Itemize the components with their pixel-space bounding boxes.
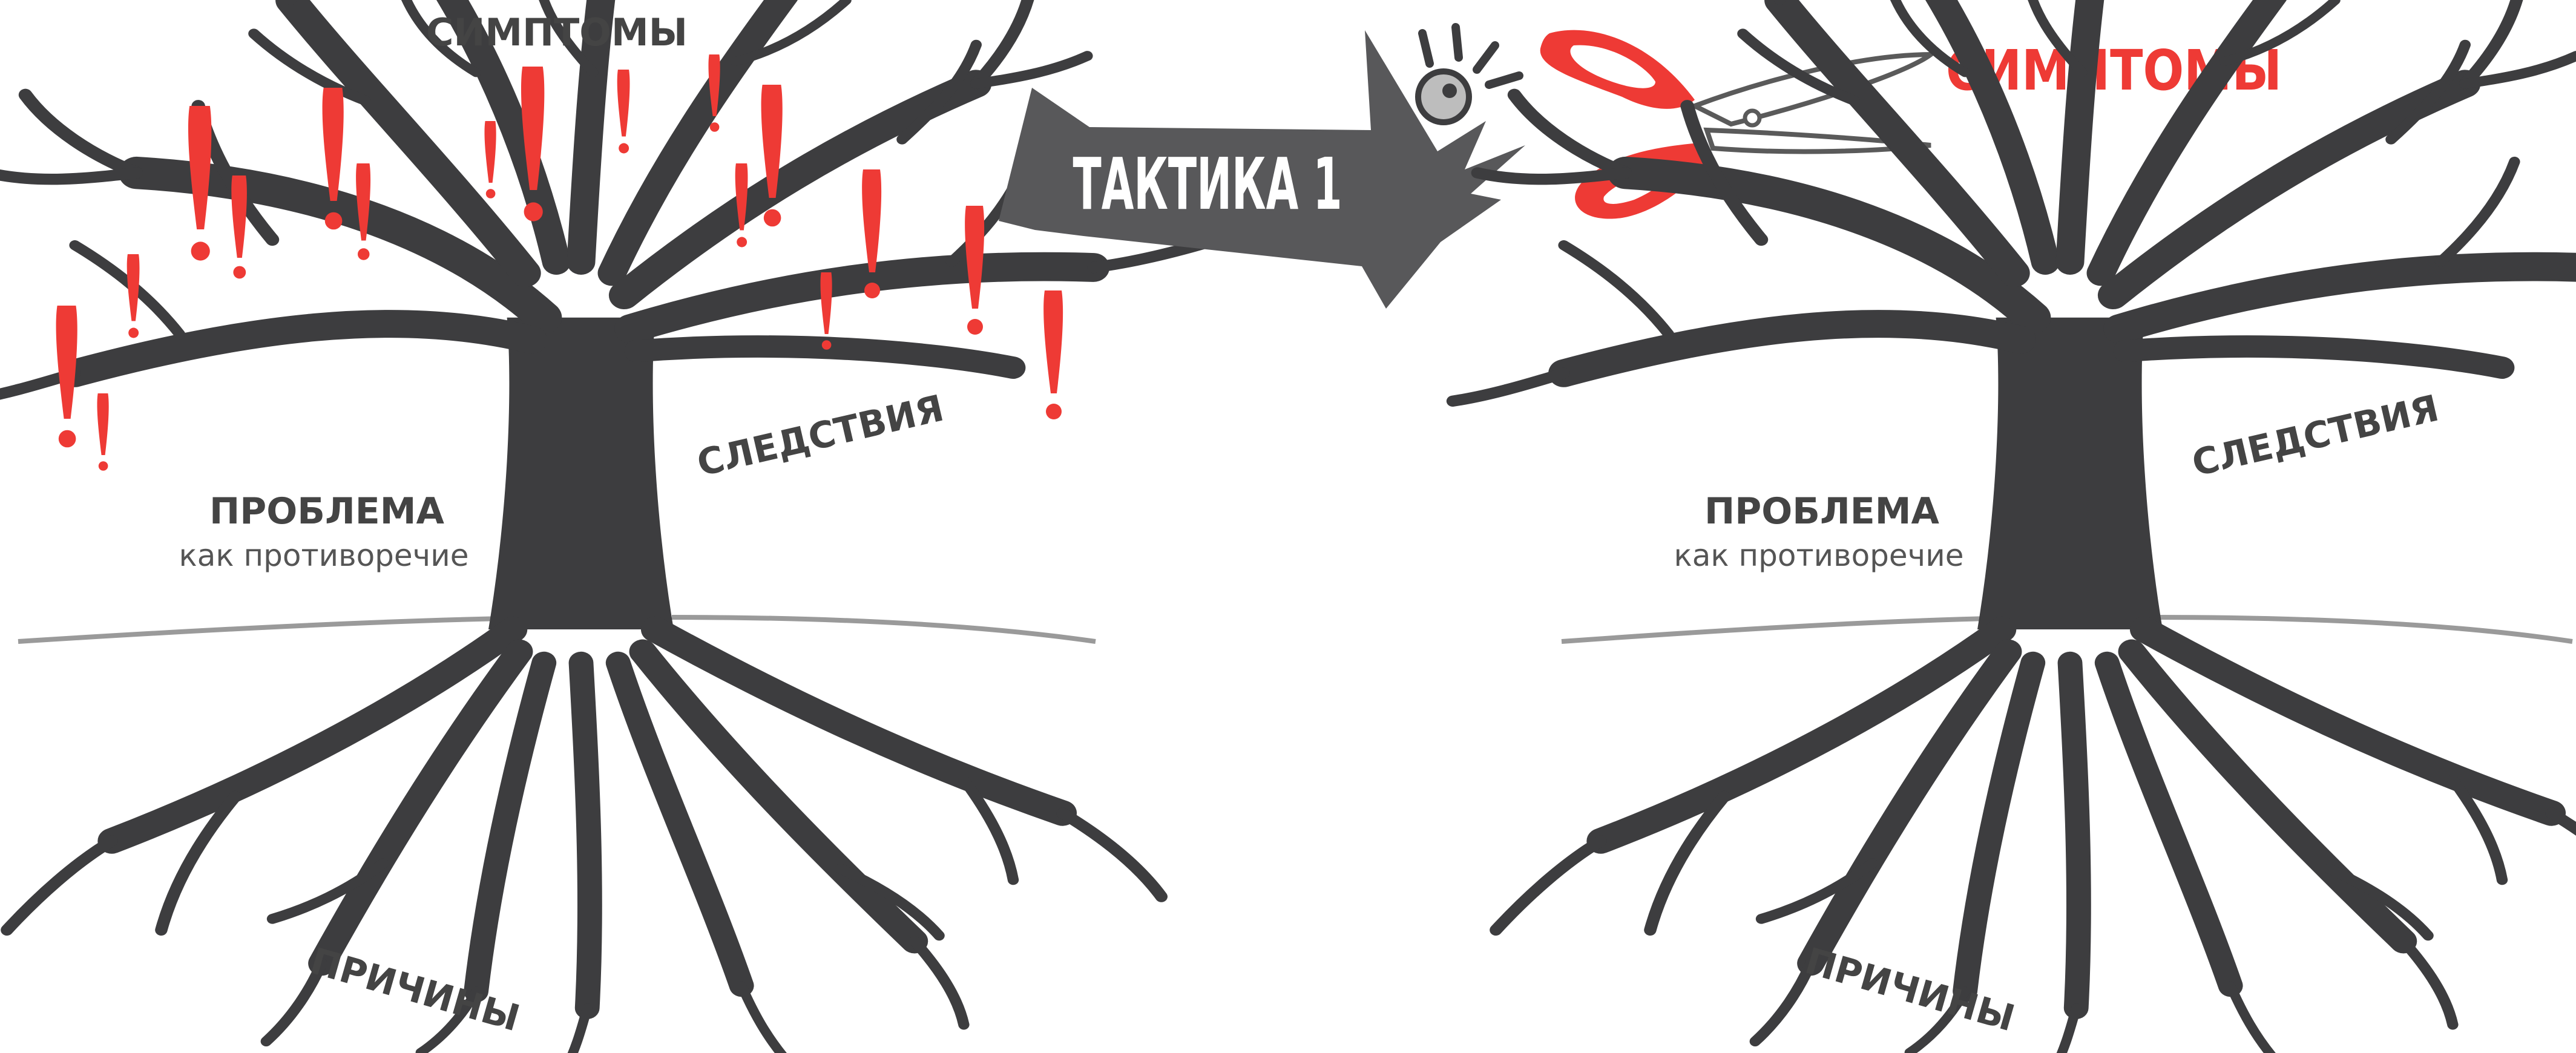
right-consequences-label: СЛЕДСТВИЯ	[2188, 387, 2443, 485]
left-symptoms-label: СИМПТОМЫ	[426, 10, 688, 54]
right-tree-icon	[1453, 0, 2576, 1053]
exclamation-icon	[188, 106, 211, 261]
exclamation-icon	[735, 163, 748, 247]
exclamation-icon	[1043, 290, 1063, 419]
right-tree-diagram: СЛЕДСТВИЯ ПРОБЛЕМА как противоречие ПРИЧ…	[1453, 0, 2576, 1053]
exclamation-icon	[97, 393, 108, 471]
right-causes-label: ПРИЧИНЫ	[1801, 940, 2019, 1040]
exclamation-icon	[617, 70, 630, 153]
exclamation-icon	[231, 176, 247, 278]
left-problem-label: ПРОБЛЕМА	[209, 490, 444, 533]
left-consequences-label: СЛЕДСТВИЯ	[693, 387, 948, 485]
screw-icon	[1418, 27, 1519, 122]
exclamation-icon	[356, 163, 370, 260]
right-problem-label: ПРОБЛЕМА	[1704, 490, 1939, 533]
left-problem-sublabel: как противоречие	[179, 538, 469, 573]
tactic-label: ТАКТИКА 1	[1073, 142, 1342, 226]
exclamation-icon	[127, 254, 140, 338]
right-problem-sublabel: как противоречие	[1674, 538, 1964, 573]
exclamation-icon	[965, 206, 984, 335]
exclamation-icon	[484, 121, 496, 198]
exclamation-icon	[56, 306, 77, 447]
